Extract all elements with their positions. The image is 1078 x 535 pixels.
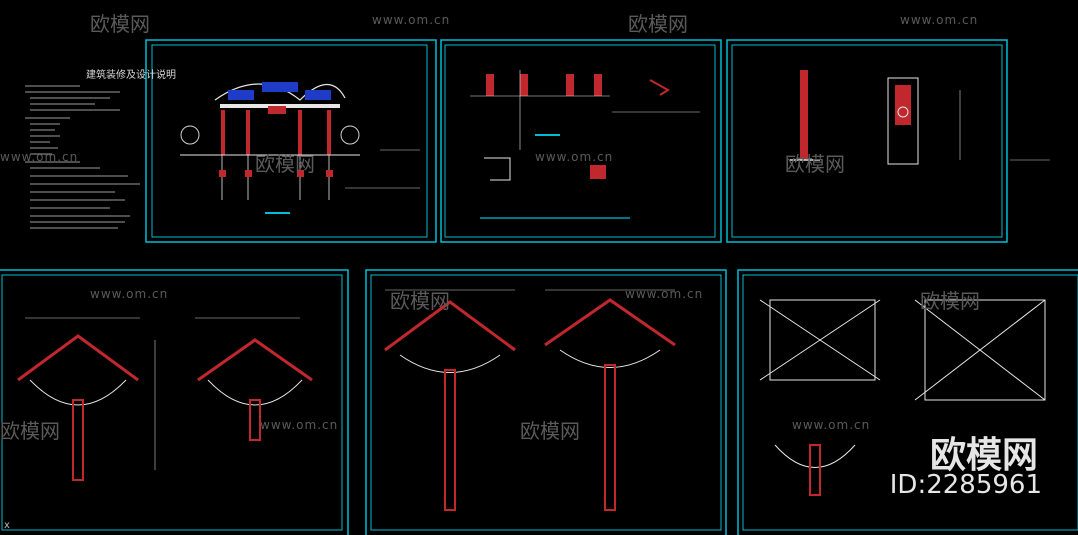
- watermark-url: www.om.cn: [792, 418, 871, 432]
- sheet-frame-3: [726, 39, 1008, 243]
- archway-elevation: [180, 82, 420, 214]
- roof-section-right: [195, 317, 313, 441]
- truss-section-right: [544, 289, 676, 511]
- watermark-url: www.om.cn: [260, 418, 339, 432]
- sheet-frame-6: [737, 269, 1078, 535]
- watermark-url: www.om.cn: [0, 150, 79, 164]
- watermark-brand: 欧模网: [90, 12, 150, 36]
- watermark-url: www.om.cn: [372, 13, 451, 27]
- watermark-brand: 欧模网: [390, 289, 450, 313]
- watermark-url: www.om.cn: [90, 287, 169, 301]
- sheet1-title: 建筑装修及设计说明: [86, 70, 176, 81]
- column-section: [790, 70, 1050, 165]
- watermark-brand-large: 欧模网: [929, 435, 1038, 476]
- design-notes: [25, 85, 140, 229]
- watermark-url: www.om.cn: [900, 13, 979, 27]
- sheet-frame-5: [365, 269, 727, 535]
- sheet-frame-1: [145, 39, 437, 243]
- watermark-url: www.om.cn: [535, 150, 614, 164]
- watermark-brand: 欧模网: [628, 12, 688, 36]
- watermark-url: www.om.cn: [625, 287, 704, 301]
- sheet-frames: [0, 39, 1078, 535]
- watermark-brand: 欧模网: [785, 152, 845, 176]
- sheet-frame-4: [0, 269, 349, 535]
- corner-mark: x: [4, 520, 10, 531]
- watermark-brand: 欧模网: [920, 289, 980, 313]
- roof-section-left: [17, 317, 156, 481]
- watermark-brand: 欧模网: [0, 419, 60, 443]
- watermark-brand: 欧模网: [520, 419, 580, 443]
- roof-framing-plans: [759, 299, 1046, 496]
- watermark-id: ID:2285961: [889, 470, 1042, 500]
- detail-drawings: [470, 70, 700, 219]
- sheet-frame-2: [440, 39, 722, 243]
- truss-section-left: [384, 289, 516, 511]
- watermark-brand: 欧模网: [255, 152, 315, 176]
